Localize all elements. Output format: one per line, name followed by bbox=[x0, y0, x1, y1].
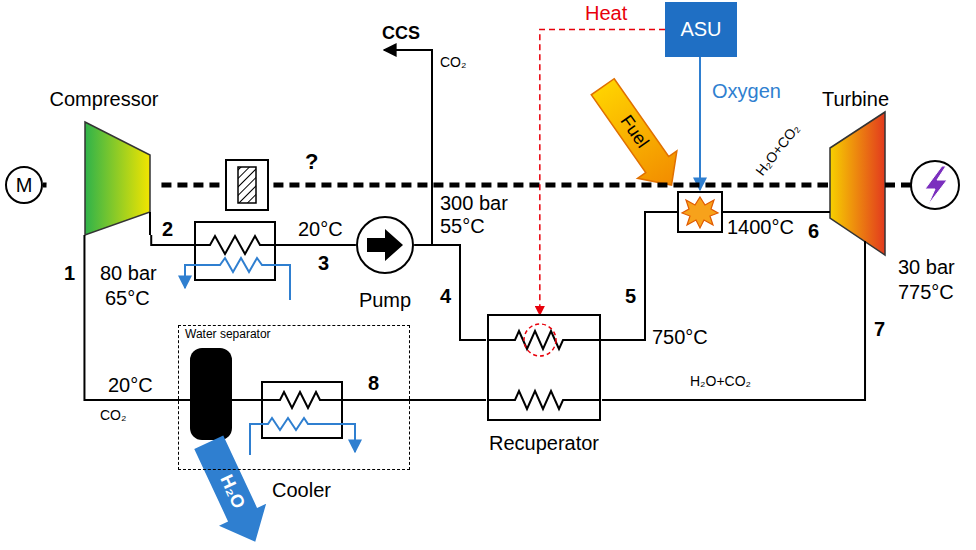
pump-arrow bbox=[367, 229, 403, 261]
node-label: Pump bbox=[359, 289, 411, 312]
pressure-label: 80 bar bbox=[100, 262, 157, 284]
node-label: M bbox=[16, 174, 33, 197]
pipe bbox=[414, 245, 486, 340]
stream-label: Fuel bbox=[616, 112, 652, 152]
callout-number: 7 bbox=[874, 318, 885, 340]
stream-label: CO₂ bbox=[440, 55, 466, 70]
stream-label: CO₂ bbox=[100, 408, 126, 423]
callout-number: 8 bbox=[368, 372, 379, 394]
callout-number: 3 bbox=[318, 252, 329, 274]
coil bbox=[488, 391, 600, 409]
pipe bbox=[149, 212, 151, 235]
shaft bbox=[43, 183, 47, 188]
stream-label: H₂O bbox=[216, 472, 249, 512]
stream-label: H₂O+CO₂ bbox=[753, 121, 803, 179]
temperature-label: 1400°C bbox=[727, 216, 794, 238]
pipe bbox=[722, 211, 830, 213]
fuel-arrow-shape bbox=[583, 73, 691, 199]
heat-line bbox=[540, 30, 665, 316]
edge-label: Heat bbox=[585, 2, 627, 24]
stream-label: H₂O+CO₂ bbox=[690, 374, 751, 389]
node-label: Cooler bbox=[272, 479, 331, 502]
callout-number: 4 bbox=[440, 285, 451, 307]
combustor-box bbox=[678, 192, 722, 232]
water-arrow-shape bbox=[185, 431, 279, 550]
pipe bbox=[410, 399, 486, 401]
flame-symbol bbox=[682, 197, 718, 228]
recuperator-box bbox=[488, 315, 600, 420]
ccs-pipe bbox=[384, 50, 432, 245]
pipe bbox=[602, 260, 865, 400]
pipe bbox=[864, 241, 866, 260]
pipe bbox=[600, 212, 678, 340]
callout-number: 6 bbox=[808, 220, 819, 242]
node-label: Recuperator bbox=[489, 432, 599, 455]
asu-box: ASU bbox=[665, 2, 737, 57]
pump-unit: Pump bbox=[356, 217, 414, 312]
cooler-unit: Cooler bbox=[262, 380, 342, 502]
coil bbox=[262, 392, 342, 408]
turbine-unit: Turbine bbox=[818, 88, 893, 260]
node-label: ASU bbox=[680, 18, 721, 41]
temperature-label: 775°C bbox=[898, 281, 954, 303]
water-separator-region: Water separatorCooler bbox=[178, 325, 410, 470]
stream-label: Oxygen bbox=[712, 80, 781, 102]
compressor-unit: Compressor bbox=[47, 88, 162, 235]
compressor-shape bbox=[85, 122, 150, 235]
temperature-label: 20°C bbox=[298, 218, 343, 240]
callout-number: 1 bbox=[64, 262, 75, 284]
oxygen-line bbox=[699, 57, 701, 190]
coupling-hatch bbox=[238, 167, 256, 203]
question-mark: ? bbox=[305, 150, 318, 174]
temperature-label: 750°C bbox=[652, 326, 708, 348]
pump-symbol bbox=[357, 217, 413, 273]
node-label: Turbine bbox=[822, 88, 889, 111]
cooler-box bbox=[262, 382, 342, 438]
pipe bbox=[84, 235, 178, 400]
pressure-label: 30 bar bbox=[898, 256, 955, 278]
temperature-label: 65°C bbox=[105, 287, 150, 309]
generator-symbol bbox=[911, 161, 959, 209]
coil bbox=[195, 236, 275, 254]
temperature-label: 20°C bbox=[108, 374, 153, 396]
node-label: Compressor bbox=[50, 88, 159, 111]
turbine-shape bbox=[830, 112, 885, 255]
coolant-coil bbox=[250, 418, 355, 455]
sink-label: CCS bbox=[382, 24, 420, 44]
shaft bbox=[818, 183, 911, 188]
heat-exchanger bbox=[195, 222, 275, 280]
coil bbox=[488, 331, 600, 349]
callout-number: 2 bbox=[162, 218, 173, 240]
recuperator-unit: Recuperator bbox=[486, 315, 602, 455]
motor-circle: M bbox=[5, 166, 43, 204]
temperature-label: 55°C bbox=[440, 215, 485, 237]
water-arrow bbox=[185, 431, 279, 550]
node-label: Water separator bbox=[185, 328, 271, 342]
heat-circle bbox=[524, 324, 556, 356]
coupling-box bbox=[226, 160, 268, 210]
coolant-coil bbox=[185, 258, 290, 300]
separator-vessel bbox=[190, 348, 232, 440]
lightning-symbol bbox=[925, 166, 947, 205]
fuel-arrow bbox=[583, 73, 691, 199]
pressure-label: 300 bar bbox=[440, 192, 508, 214]
callout-number: 5 bbox=[625, 285, 636, 307]
